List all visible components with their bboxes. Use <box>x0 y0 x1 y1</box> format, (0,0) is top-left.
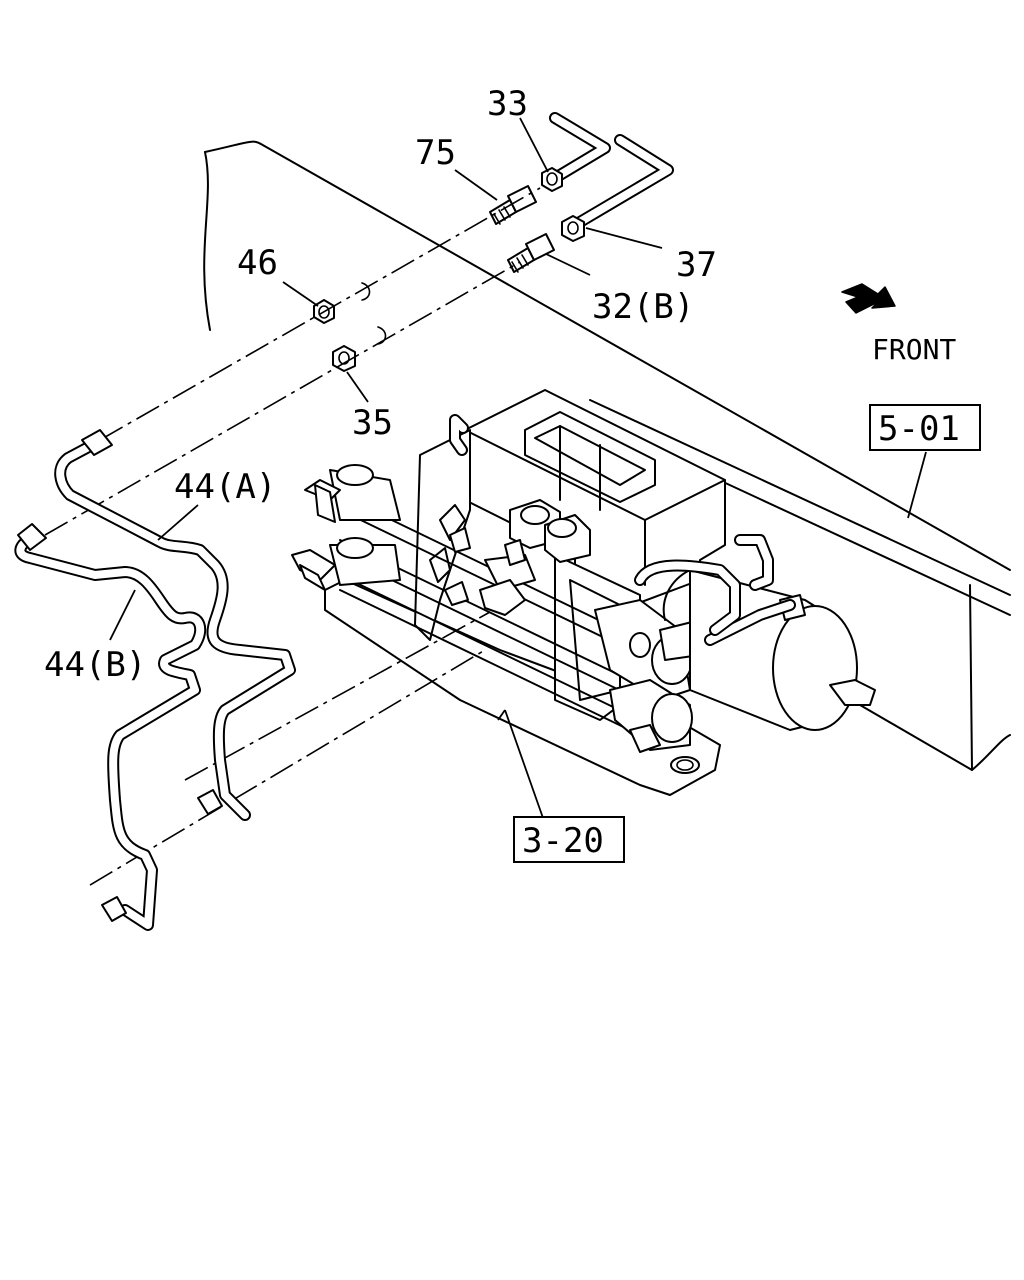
reference-frame[interactable]: 5-01 <box>869 404 981 451</box>
leader-lines <box>109 117 927 819</box>
nut-33[interactable] <box>541 167 563 192</box>
label-37: 37 <box>676 245 717 285</box>
center-lines <box>44 187 541 886</box>
reference-brake-valve[interactable]: 3-20 <box>513 816 625 863</box>
front-indicator: FRONT <box>841 283 956 366</box>
label-44b: 44(B) <box>44 645 146 685</box>
valve-heads <box>444 499 591 616</box>
label-32b: 32(B) <box>592 287 694 327</box>
ref-brake-valve-label: 3-20 <box>522 821 604 861</box>
label-44a: 44(A) <box>174 467 276 507</box>
pipe-44a[interactable] <box>54 429 296 821</box>
air-tank <box>662 569 876 731</box>
label-33: 33 <box>487 84 528 124</box>
label-46: 46 <box>237 243 278 283</box>
part-labels: 33 75 46 37 32(B) 35 44(A) 44(B) <box>44 84 717 685</box>
pipe-44b[interactable] <box>14 523 207 931</box>
label-35: 35 <box>352 403 393 443</box>
upper-pipes <box>549 112 674 228</box>
valve-assembly <box>291 389 876 796</box>
nut-35[interactable] <box>332 326 387 372</box>
arrow-icon <box>841 283 896 314</box>
nut-46[interactable] <box>313 282 371 324</box>
nut-37[interactable] <box>561 215 585 242</box>
label-75: 75 <box>415 133 456 173</box>
connector-75[interactable] <box>489 185 537 225</box>
front-label: FRONT <box>872 333 956 366</box>
ref-frame-label: 5-01 <box>878 409 960 449</box>
connector-32b[interactable] <box>507 233 555 273</box>
relay-valve-cluster <box>594 599 713 753</box>
